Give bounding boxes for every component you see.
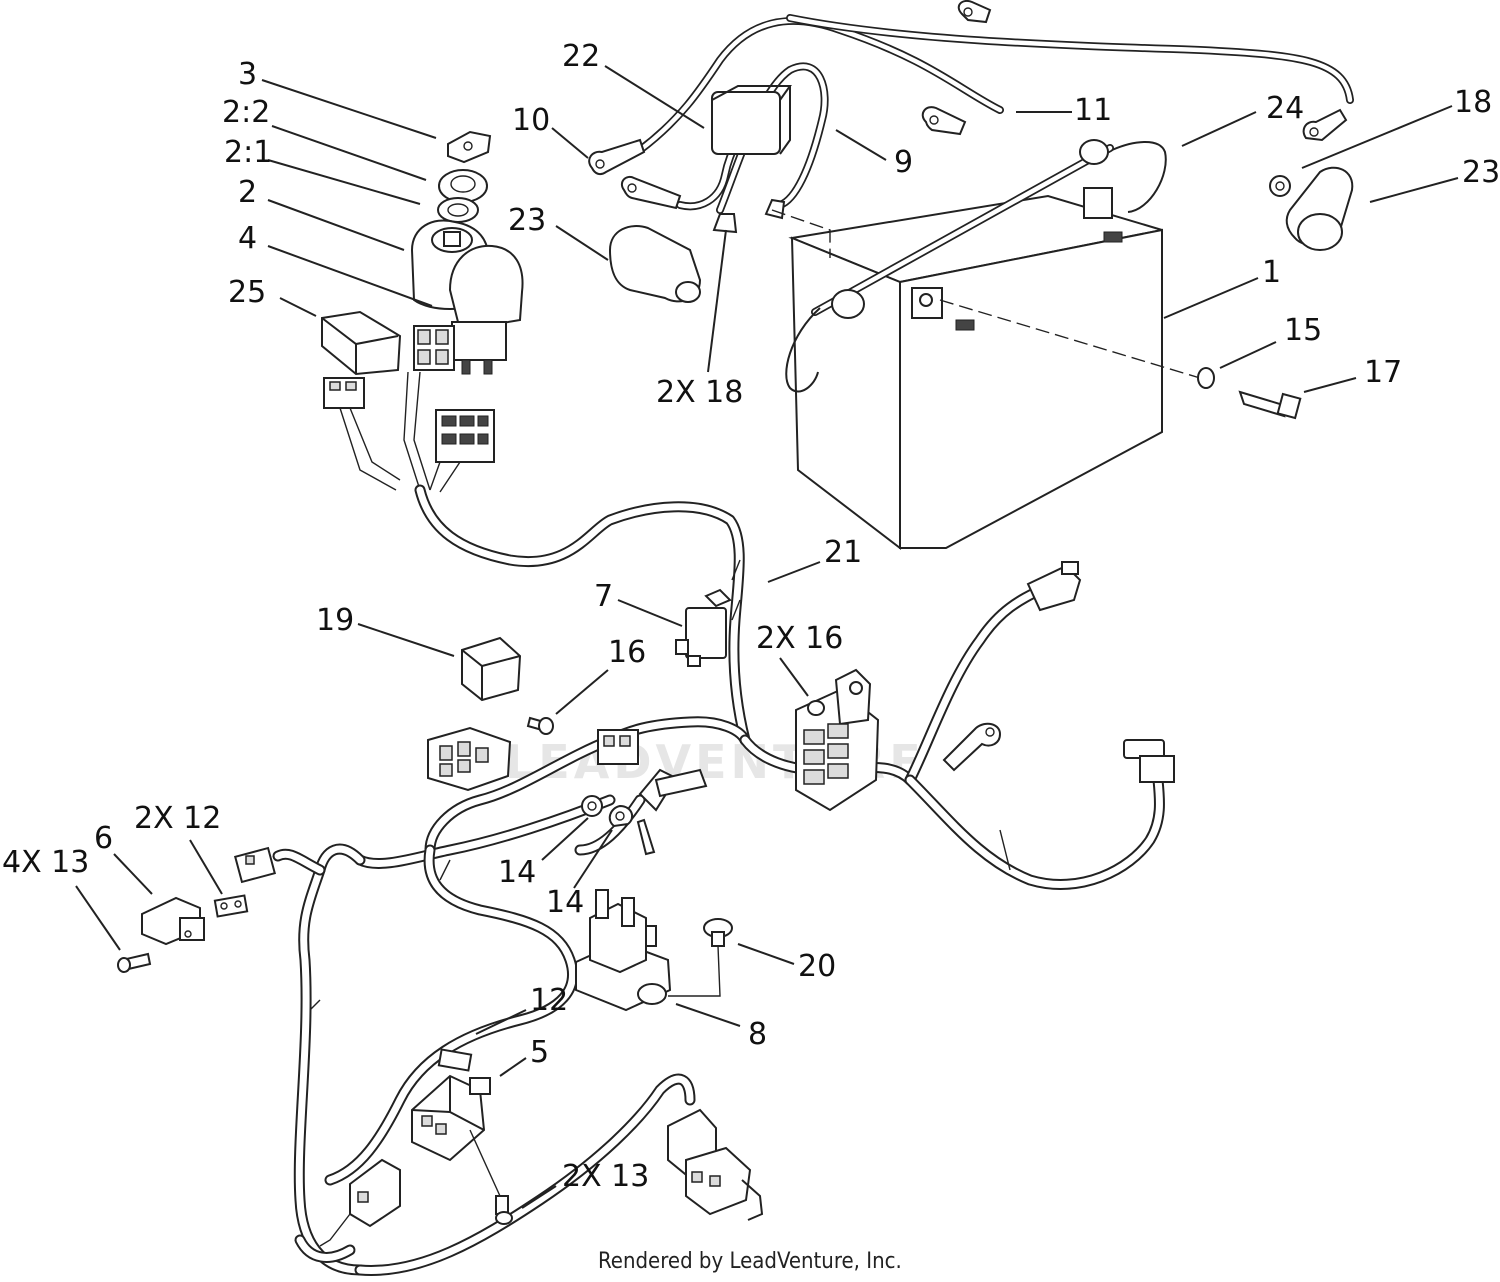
connector-top-right: [1026, 561, 1082, 612]
callout-23-left: 23: [508, 203, 546, 238]
callout-14-lower: 14: [546, 885, 584, 920]
leader-switch-5-screw: [469, 1129, 501, 1197]
harness-connector-small: [323, 377, 365, 409]
screw-solenoid: [668, 918, 733, 997]
callout-15: 15: [1284, 313, 1322, 348]
callout-2x-13-bottom: 2X 13: [562, 1159, 649, 1194]
callout-6: 6: [94, 821, 113, 856]
callout-12: 12: [530, 983, 568, 1018]
callout-2-1: 2:1: [224, 135, 272, 170]
connector-bottom-right: [667, 1108, 764, 1221]
harness-connector-mid: [597, 729, 639, 765]
callout-1: 1: [1262, 255, 1281, 290]
ring-terminal-right: [942, 722, 1002, 772]
ignition-washer: [437, 197, 479, 223]
screw-switch-6: [117, 952, 152, 973]
callout-20: 20: [798, 949, 836, 984]
callout-11: 11: [1074, 93, 1112, 128]
callout-3: 3: [238, 57, 257, 92]
connector-bottom-left: [319, 1158, 401, 1247]
leader-lines: [75, 65, 1459, 1209]
callout-7: 7: [594, 579, 613, 614]
callout-4: 4: [238, 221, 257, 256]
fuse-panel: [795, 668, 880, 812]
battery-hold-down-rod: [785, 139, 1167, 393]
callout-2: 2: [238, 175, 257, 210]
callout-24: 24: [1266, 91, 1304, 126]
callout-25: 25: [228, 275, 266, 310]
interlock-switch: [675, 588, 732, 667]
nut-ground: [581, 795, 603, 817]
dashed-leader-battery: [771, 209, 831, 258]
washer: [1197, 367, 1215, 389]
harness-connector-multi: [435, 409, 495, 463]
callout-14-upper: 14: [498, 855, 536, 890]
screw-relay: [526, 716, 554, 735]
callout-21: 21: [824, 535, 862, 570]
key-tag: [447, 130, 492, 164]
fuse-block: [321, 310, 402, 376]
nut-right: [1269, 175, 1291, 197]
callout-5: 5: [530, 1035, 549, 1070]
switch-plate-6: [213, 894, 249, 918]
battery: [788, 194, 1163, 551]
ignition-connector: [413, 325, 455, 371]
hour-meter: [448, 244, 524, 375]
callout-19: 19: [316, 603, 354, 638]
callout-22: 22: [562, 39, 600, 74]
connector-right: [1123, 739, 1175, 783]
callout-10: 10: [512, 103, 550, 138]
callout-8: 8: [748, 1017, 767, 1052]
callout-17: 17: [1364, 355, 1402, 390]
ring-terminal-ground: [608, 768, 708, 856]
callout-2-2: 2:2: [222, 95, 270, 130]
callout-18: 18: [1454, 85, 1492, 120]
terminal-boot-right: [1285, 166, 1354, 251]
screw-switch-5: [495, 1195, 513, 1225]
switch-plate-5: [437, 1048, 473, 1072]
starter-solenoid: [575, 889, 672, 1012]
dashed-leader-bolt: [939, 299, 1201, 379]
relay: [461, 636, 522, 702]
callout-2x-18: 2X 18: [656, 375, 743, 410]
callout-23-right: 23: [1462, 155, 1500, 190]
battery-cables: [588, 0, 1354, 234]
connector-left: [233, 846, 277, 884]
relay-socket: [427, 726, 512, 792]
bolt: [1238, 390, 1302, 420]
pto-switch: [411, 1074, 491, 1162]
callout-labels: 3 2:2 2:1 2 4 25 22 10 23 9 2X 18 11 24 …: [2, 39, 1500, 1194]
callout-4x-13: 4X 13: [2, 845, 89, 880]
callout-9: 9: [894, 145, 913, 180]
callout-16: 16: [608, 635, 646, 670]
brake-switch: [141, 896, 205, 946]
terminal-boot-left: [608, 225, 702, 303]
render-credit: Rendered by LeadVenture, Inc.: [598, 1249, 902, 1274]
ignition-nut: [438, 169, 488, 203]
callout-2x-16: 2X 16: [756, 621, 843, 656]
callout-2x-12-top: 2X 12: [134, 801, 221, 836]
main-wiring-harness: [272, 371, 1166, 1276]
